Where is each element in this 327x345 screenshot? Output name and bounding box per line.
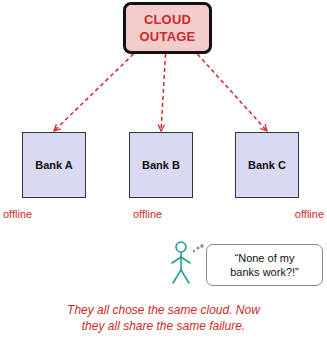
dot [193,250,195,252]
dot [197,247,200,250]
node-text: Bank A [35,159,73,171]
speech-bubble: “None of my banks work?!” [206,244,323,286]
status-label: offline [133,208,162,220]
bank-box: Bank C [235,132,299,198]
figure-leg [173,270,181,283]
figure-head [176,242,186,252]
figure-arm [172,257,181,263]
dashed-arrow [197,54,267,131]
status-label: offline [295,208,324,220]
bank-box: Bank A [22,132,86,198]
dashed-arrow [161,54,166,131]
figure-leg [181,270,189,283]
caption: They all chose the same cloud. Now they … [64,302,263,334]
bank-box: Bank B [129,132,193,198]
node-text: “None of my banks work?!” [223,251,306,279]
dashed-arrow [54,54,133,131]
status-label: offline [3,208,32,220]
dot [200,244,204,248]
stick-figure [172,242,190,283]
figure-arm [181,257,190,263]
node-text: Bank B [142,159,180,171]
thought-dots [193,244,204,252]
node-text: CLOUD OUTAGE [130,11,205,45]
node-text: Bank C [248,159,286,171]
figure-body [180,252,182,270]
outage-box: CLOUD OUTAGE [123,2,212,54]
